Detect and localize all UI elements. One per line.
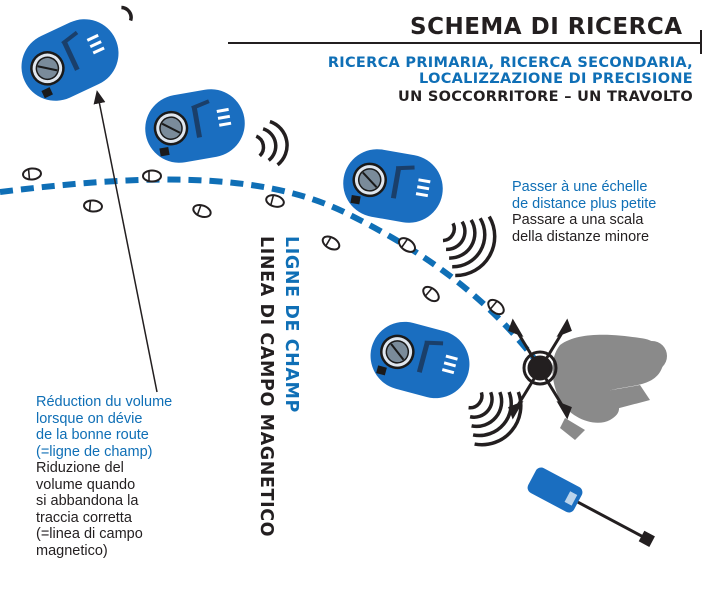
title-underline xyxy=(228,42,700,44)
footprint-icon xyxy=(263,192,287,210)
pinpoint-cross-icon xyxy=(508,318,572,420)
transceiver-icon xyxy=(360,312,480,408)
footprint-icon xyxy=(82,198,104,214)
transceiver-icon xyxy=(8,6,132,114)
footprint-icon xyxy=(142,169,162,183)
scale-note-fr-line2: de distance plus petite xyxy=(512,195,657,212)
signal-waves-icon xyxy=(468,391,523,447)
field-line-label-it: LINEA DI CAMPO MAGNETICO xyxy=(256,236,276,538)
volume-note-fr-line: de la bonne route xyxy=(36,427,149,443)
scale-note-it-line2: della distanze minore xyxy=(512,228,650,245)
probe-icon xyxy=(527,467,655,547)
victim-silhouette xyxy=(552,334,667,440)
footprint-icon xyxy=(319,232,343,254)
subtitle-line1: RICERCA PRIMARIA, RICERCA SECONDARIA, xyxy=(327,55,693,71)
volume-note-fr-line: lorsque on dévie xyxy=(36,410,143,427)
volume-note-it-line: si abbandona la xyxy=(36,493,139,509)
title-tick-mark xyxy=(700,30,702,54)
footprint-icon xyxy=(190,201,214,221)
page-title: SCHEMA DI RICERCA xyxy=(410,14,683,40)
scale-note-it-line1: Passare a una scala xyxy=(512,212,644,228)
volume-note-it-line: volume quando xyxy=(36,476,136,493)
scale-note-fr-line1: Passer à une échelle xyxy=(512,179,648,195)
signal-waves-icon xyxy=(442,215,497,278)
scale-note: Passer à une échelle de distance plus pe… xyxy=(512,179,656,245)
volume-note-it-line: Riduzione del xyxy=(36,460,124,476)
subtitle-line3: UN SOCCORRITORE – UN TRAVOLTO xyxy=(398,89,693,105)
volume-note-fr-line: Réduction du volume xyxy=(36,394,173,410)
volume-note: Réduction du volume lorsque on dévie de … xyxy=(36,394,172,559)
footprint-icon xyxy=(21,166,43,182)
signal-waves-icon xyxy=(121,5,133,22)
subtitle-line2: LOCALIZZAZIONE DI PRECISIONE xyxy=(419,71,693,87)
transceiver-icon xyxy=(137,81,253,171)
volume-note-it-line: traccia corretta xyxy=(36,509,132,526)
signal-waves-icon xyxy=(255,119,289,167)
volume-note-fr-line: (=ligne de champ) xyxy=(36,443,153,460)
volume-arrow xyxy=(93,90,158,393)
volume-note-it-line: (=linea di campo xyxy=(36,526,143,542)
footprint-icon xyxy=(484,296,508,318)
field-line-label-fr: LIGNE DE CHAMP xyxy=(281,236,301,413)
footprint-icon xyxy=(419,283,443,305)
field-line-curve xyxy=(0,176,543,368)
volume-note-it-line: magnetico) xyxy=(36,542,108,559)
